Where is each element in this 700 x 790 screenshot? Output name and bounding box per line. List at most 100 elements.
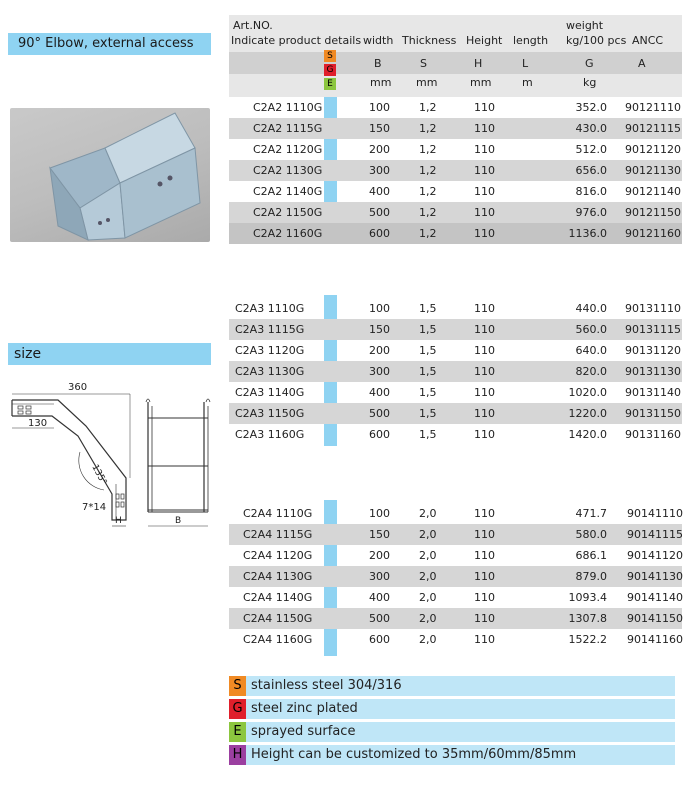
cell-art: C2A3 1140G <box>235 386 305 399</box>
cell-art: C2A4 1160G <box>243 633 313 646</box>
cell-width: 200 <box>369 143 390 156</box>
cell-thickness: 1,2 <box>419 143 437 156</box>
header-height: Height <box>466 34 503 47</box>
cell-width: 600 <box>369 633 390 646</box>
cell-height: 110 <box>474 507 495 520</box>
cell-weight: 471.7 <box>575 507 608 520</box>
cell-weight: 1136.0 <box>568 227 608 240</box>
cell-height: 110 <box>474 365 495 378</box>
cell-thickness: 1,5 <box>419 407 437 420</box>
cell-weight: 560.0 <box>575 323 608 336</box>
cell-weight: 686.1 <box>575 549 608 562</box>
cell-width: 300 <box>369 365 390 378</box>
cell-height: 110 <box>474 344 495 357</box>
cell-weight: 1020.0 <box>568 386 608 399</box>
cell-weight: 580.0 <box>575 528 608 541</box>
cell-ancc: 90121115 <box>625 122 681 135</box>
cell-height: 110 <box>474 591 495 604</box>
cell-ancc: 90121110 <box>625 101 681 114</box>
cell-art: C2A3 1110G <box>235 302 305 315</box>
header-weight-unit: kg/100 pcs <box>566 34 627 47</box>
cell-ancc: 90131160 <box>625 428 681 441</box>
cell-width: 500 <box>369 407 390 420</box>
cell-art: C2A4 1140G <box>243 591 313 604</box>
cell-thickness: 2,0 <box>419 612 437 625</box>
header-thickness: Thickness <box>402 34 457 47</box>
cell-width: 400 <box>369 185 390 198</box>
header-sym-l: L <box>522 57 529 70</box>
cell-weight: 512.0 <box>575 143 608 156</box>
cell-width: 150 <box>369 323 390 336</box>
cell-width: 500 <box>369 206 390 219</box>
cell-height: 110 <box>474 549 495 562</box>
header-indicate: Indicate product details <box>231 34 362 47</box>
cell-art: C2A2 1140G <box>253 185 323 198</box>
cell-width: 150 <box>369 122 390 135</box>
cell-height: 110 <box>474 428 495 441</box>
cell-thickness: 1,2 <box>419 101 437 114</box>
cell-weight: 640.0 <box>575 344 608 357</box>
cell-ancc: 90131120 <box>625 344 681 357</box>
cell-art: C2A2 1110G <box>253 101 323 114</box>
dim-b: B <box>175 516 182 526</box>
cell-width: 400 <box>369 386 390 399</box>
cell-thickness: 1,5 <box>419 365 437 378</box>
cell-weight: 820.0 <box>575 365 608 378</box>
cell-thickness: 1,2 <box>419 206 437 219</box>
cell-art: C2A4 1115G <box>243 528 313 541</box>
legend-text: stainless steel 304/316 <box>251 678 402 693</box>
legend-text: steel zinc plated <box>251 701 358 716</box>
cell-art: C2A2 1130G <box>253 164 323 177</box>
cell-width: 600 <box>369 428 390 441</box>
cell-art: C2A2 1120G <box>253 143 323 156</box>
cell-thickness: 1,5 <box>419 323 437 336</box>
cell-weight: 816.0 <box>575 185 608 198</box>
cell-width: 150 <box>369 528 390 541</box>
header-ancc: ANCC <box>632 34 664 47</box>
cell-width: 300 <box>369 164 390 177</box>
header-weight: weight <box>566 19 604 32</box>
cell-width: 400 <box>369 591 390 604</box>
header-unit-h: mm <box>470 76 492 89</box>
dim-360: 360 <box>68 382 88 393</box>
cell-weight: 440.0 <box>575 302 608 315</box>
cell-thickness: 2,0 <box>419 507 437 520</box>
cell-thickness: 2,0 <box>419 591 437 604</box>
cell-weight: 1420.0 <box>568 428 608 441</box>
cell-height: 110 <box>474 407 495 420</box>
badge-g: G <box>324 64 336 76</box>
header-unit-b: mm <box>370 76 392 89</box>
header-unit-s: mm <box>416 76 438 89</box>
cell-width: 100 <box>369 507 390 520</box>
cell-thickness: 2,0 <box>419 570 437 583</box>
cell-thickness: 1,5 <box>419 302 437 315</box>
legend-swatch: S <box>229 676 246 696</box>
legend-swatch: E <box>229 722 246 742</box>
cell-ancc: 90121140 <box>625 185 681 198</box>
cell-thickness: 1,2 <box>419 164 437 177</box>
cell-art: C2A3 1160G <box>235 428 305 441</box>
cell-ancc: 90131110 <box>625 302 681 315</box>
header-length: length <box>513 34 549 47</box>
cell-ancc: 90131150 <box>625 407 681 420</box>
cell-ancc: 90121120 <box>625 143 681 156</box>
header-artno: Art.NO. <box>233 19 273 32</box>
cell-thickness: 1,2 <box>419 185 437 198</box>
cell-thickness: 2,0 <box>419 633 437 646</box>
cell-thickness: 1,2 <box>419 227 437 240</box>
cell-art: C2A3 1150G <box>235 407 305 420</box>
cell-ancc: 90141150 <box>627 612 683 625</box>
